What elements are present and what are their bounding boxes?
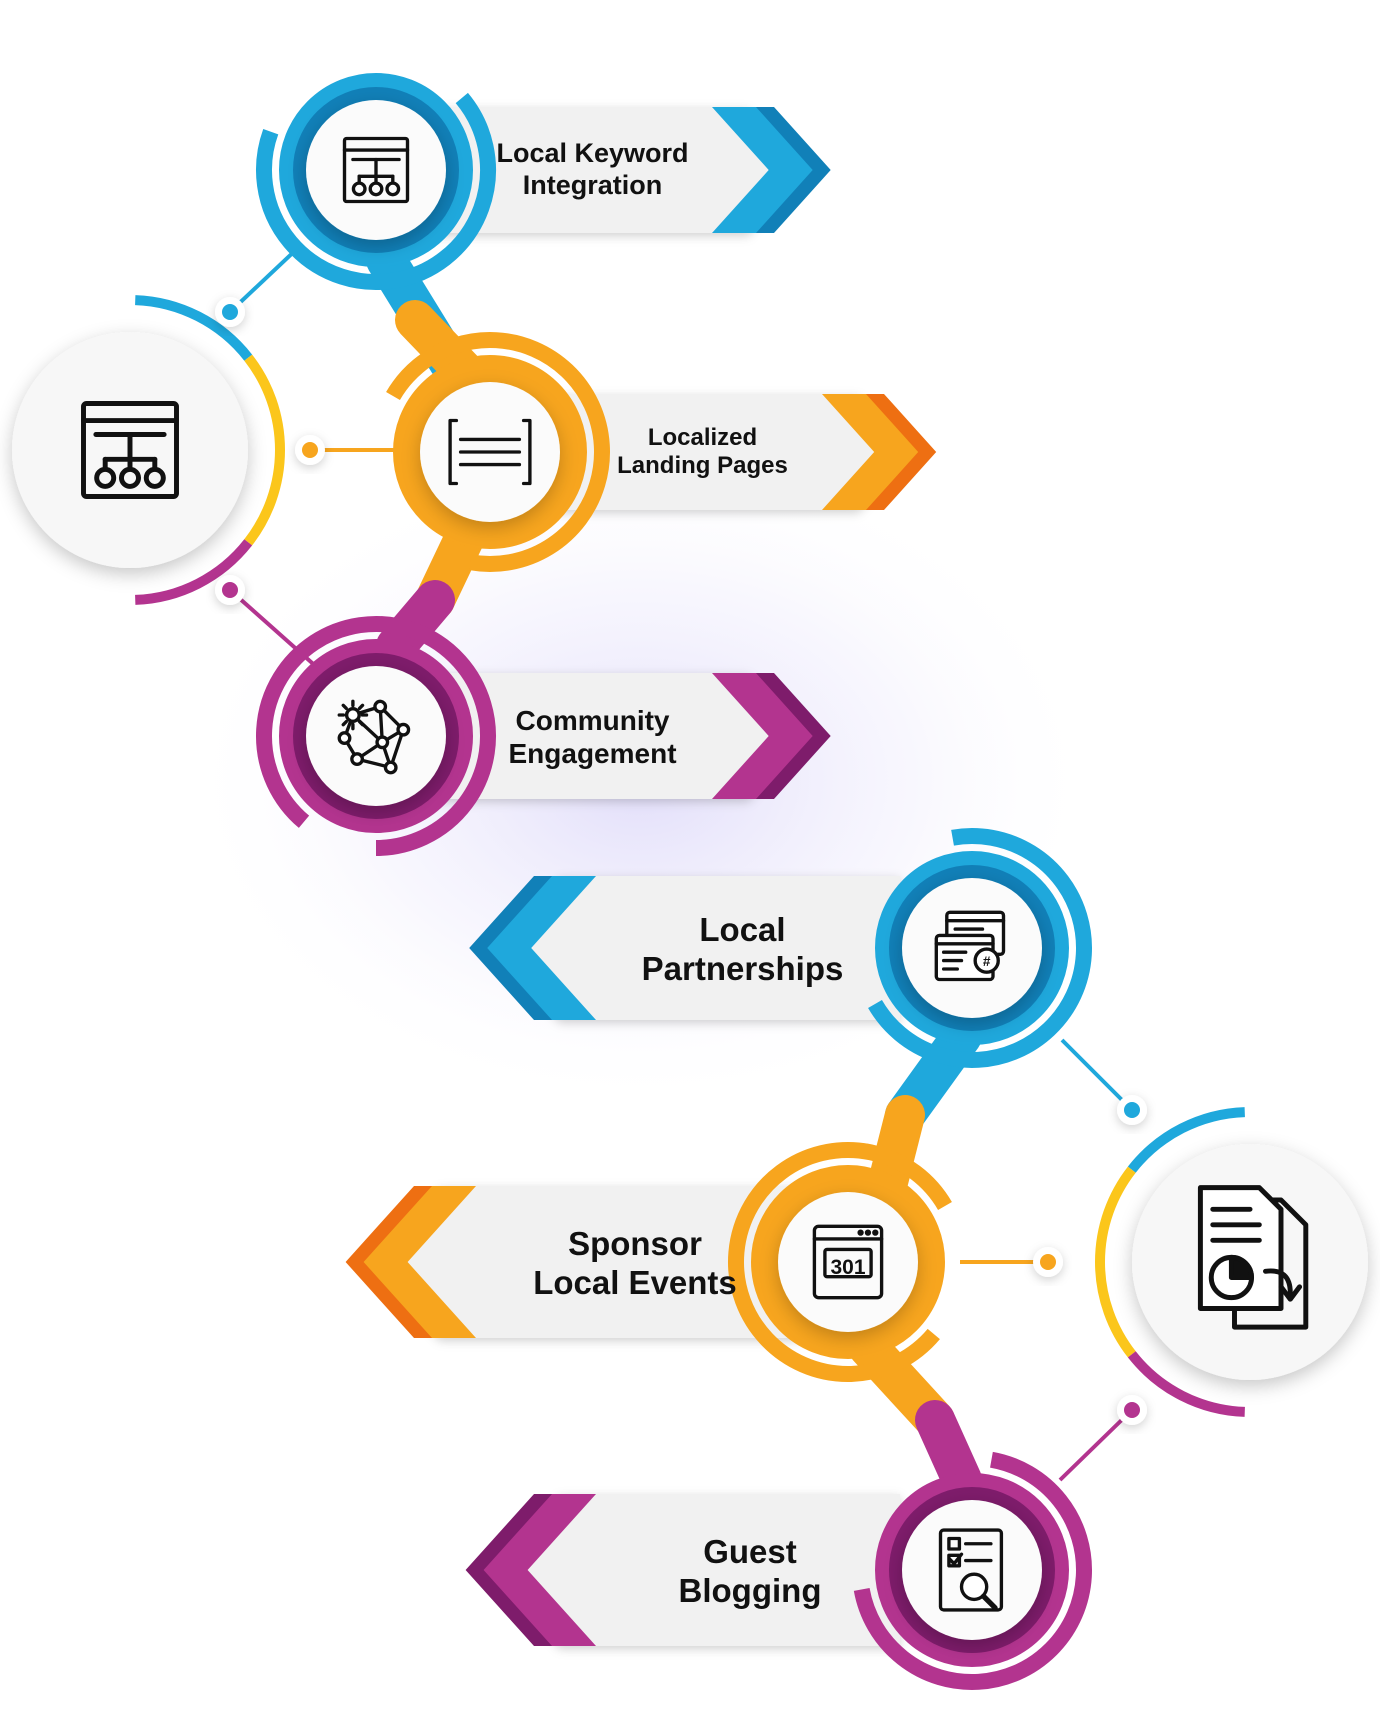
step-node [386, 332, 610, 572]
step-node [256, 616, 496, 856]
step-label-line1: Local Keyword [496, 138, 689, 169]
banner-partnerships [469, 876, 900, 1020]
outer-arc [868, 828, 1092, 1068]
hashtag-chat-icon: # [934, 910, 1006, 982]
banner-body [420, 107, 805, 233]
connector-line [228, 244, 302, 314]
outer-arc [853, 1451, 1092, 1690]
banner-landing-pages [540, 394, 937, 510]
step-label-line2: Landing Pages [617, 452, 788, 479]
hub-arc [244, 354, 285, 546]
step-node [853, 1451, 1092, 1690]
connector-dot-center [302, 442, 318, 458]
banner-chevron [483, 1494, 596, 1646]
hub-arc [1127, 1351, 1245, 1417]
banner-body [420, 673, 805, 799]
step-label-line1: Community [515, 704, 670, 736]
checklist-search-icon [938, 1528, 1004, 1612]
network-icon [337, 699, 411, 775]
icon-text: 301 [830, 1256, 865, 1279]
node-ring-highlight [279, 639, 473, 833]
banner-chevron [712, 673, 813, 799]
step-label-line2: Local Events [533, 1264, 737, 1301]
step-label-line1: Local [699, 911, 786, 949]
hub-arc [135, 295, 253, 361]
hub-arc [1095, 1166, 1136, 1358]
stem [915, 1400, 982, 1500]
sitemap-icon [342, 136, 410, 204]
step-label-line1: Guest [703, 1533, 797, 1571]
node-ring-highlight [393, 355, 587, 549]
hub-node [1095, 1107, 1368, 1417]
bracket-lines-icon [448, 418, 532, 486]
node-ring-highlight [279, 73, 473, 267]
outer-arc [386, 332, 610, 572]
connector-dot-center [222, 304, 238, 320]
sitemap-icon [81, 401, 179, 499]
node-ring-highlight [751, 1165, 945, 1359]
banner-local-keyword [420, 107, 831, 233]
step-node [256, 73, 496, 290]
step-node: 301 [728, 1142, 952, 1382]
step-label-line1: Sponsor [568, 1225, 702, 1263]
connector-dot-center [222, 582, 238, 598]
banner-chevron [487, 876, 596, 1020]
outer-arc [256, 92, 496, 290]
step-label-line2: Partnerships [641, 950, 844, 987]
banner-body [491, 1494, 900, 1646]
banner-guest-blogging [465, 1494, 900, 1646]
node-ring-highlight [875, 851, 1069, 1045]
stem [868, 1095, 925, 1202]
step-label-line2: Integration [522, 170, 663, 200]
hub-arc [135, 539, 253, 605]
report-chart-icon [1197, 1185, 1309, 1330]
hub-arc [1127, 1107, 1245, 1173]
connector-dot-center [1124, 1102, 1140, 1118]
node-ring-highlight [875, 1473, 1069, 1667]
outer-arc [728, 1142, 952, 1382]
banner-sponsor [345, 1186, 800, 1338]
redirect-301-icon [812, 1224, 884, 1300]
step-label-line2: Blogging [678, 1572, 822, 1609]
banner-body [540, 394, 911, 510]
step-node: # [868, 828, 1092, 1068]
connector-line [1060, 1038, 1134, 1112]
connector-dot-center [1040, 1254, 1056, 1270]
node-disc [778, 1192, 918, 1332]
connector-dot-center [1124, 1402, 1140, 1418]
node-disc [902, 1500, 1042, 1640]
outer-arc [256, 616, 496, 856]
step-label-line1: Localized [647, 423, 758, 451]
banner-community [420, 673, 831, 799]
banner-chevron [363, 1186, 476, 1338]
step-label-line2: Engagement [508, 738, 677, 769]
banner-chevron [822, 394, 919, 510]
banner-body [495, 876, 900, 1020]
connector-line [1058, 1408, 1134, 1482]
hub-node [12, 295, 285, 605]
svg-text:#: # [983, 954, 991, 969]
banner-body [371, 1186, 800, 1338]
banner-chevron [712, 107, 813, 233]
